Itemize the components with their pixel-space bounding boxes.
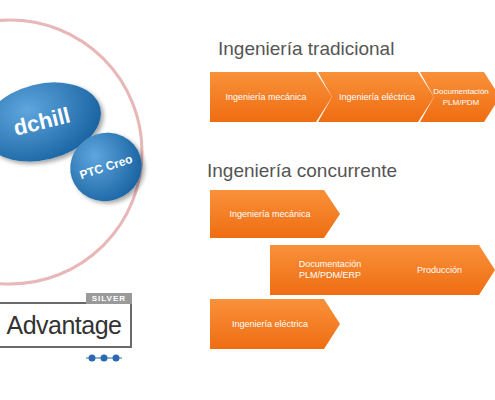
process-chevron: Producción	[382, 245, 495, 295]
node-text: Ingeniería mecánica	[229, 209, 310, 220]
badge-dot-line	[86, 358, 122, 359]
node-text: dchill	[11, 102, 73, 141]
process-chevron: Ingeniería eléctrica	[210, 299, 340, 349]
node-text: Ingeniería mecánica	[225, 92, 306, 103]
section-heading: Ingeniería concurrente	[207, 160, 397, 182]
process-chevron: Ingeniería mecánica	[210, 72, 332, 122]
node-text: Documentación PLM/PDM	[433, 86, 489, 108]
process-chevron: Ingeniería eléctrica	[318, 72, 434, 122]
node-text: PTC Creo	[78, 152, 134, 182]
partner-badge: SILVERAdvantage	[0, 302, 132, 348]
process-chevron: Ingeniería mecánica	[210, 190, 340, 238]
badge-tier: SILVER	[86, 293, 132, 304]
node-text: Producción	[417, 265, 462, 276]
section-heading: Ingeniería tradicional	[218, 38, 394, 60]
node-text: Ingeniería eléctrica	[339, 92, 415, 103]
node-text: Documentación PLM/PDM/ERP	[278, 259, 382, 281]
node-text: Advantage	[6, 311, 121, 340]
node-text: Ingeniería eléctrica	[232, 319, 308, 330]
process-chevron: Documentación PLM/PDM/ERP	[270, 245, 400, 295]
